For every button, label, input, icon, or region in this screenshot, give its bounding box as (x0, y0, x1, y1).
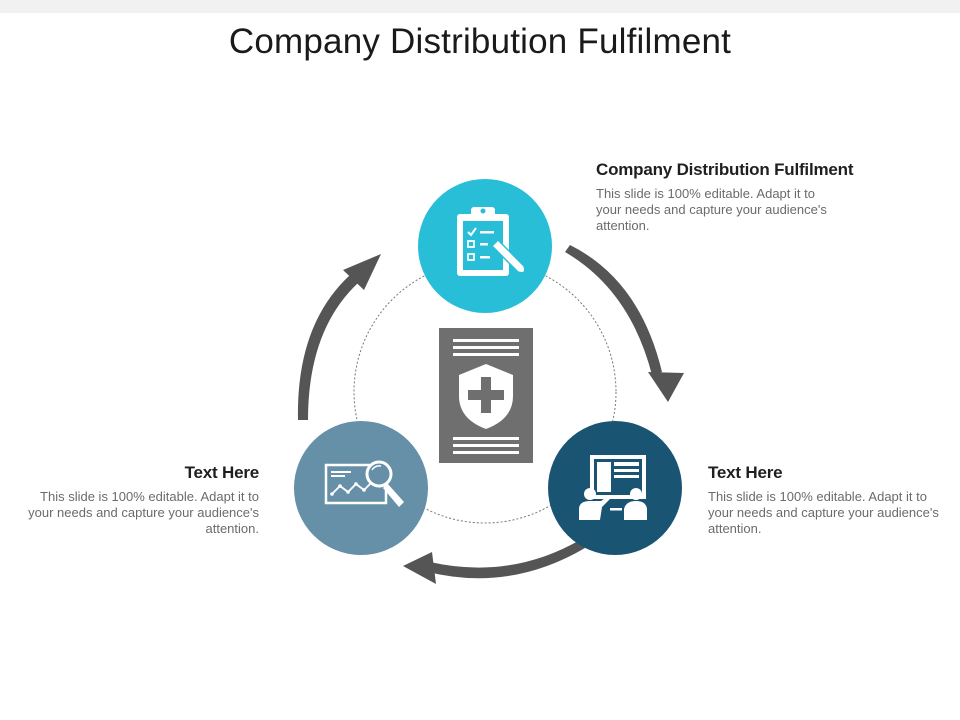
block-heading: Text Here (184, 463, 260, 482)
text-block-top: Company Distribution Fulfilment This sli… (596, 160, 896, 234)
block-body: This slide is 100% editable. Adapt it to… (708, 489, 939, 536)
chart-magnifier-icon (324, 460, 404, 507)
arrow-left-to-top (297, 254, 381, 420)
text-block-left: Text Here This slide is 100% editable. A… (0, 463, 259, 537)
arrow-right-to-left (403, 540, 585, 584)
shield-plus-document-icon (439, 328, 533, 463)
step-circle-top (418, 179, 552, 313)
block-body: This slide is 100% editable. Adapt it to… (596, 186, 827, 233)
clipboard-checklist-icon (457, 207, 526, 276)
top-bar (0, 0, 960, 13)
arrow-top-to-right (565, 245, 684, 402)
presentation-board-people-icon (579, 455, 647, 520)
step-circle-left (294, 421, 428, 555)
block-heading: Text Here (708, 463, 783, 482)
block-heading: Company Distribution Fulfilment (596, 160, 854, 179)
slide-title: Company Distribution Fulfilment (228, 22, 732, 61)
text-block-right: Text Here This slide is 100% editable. A… (708, 463, 948, 537)
block-body: This slide is 100% editable. Adapt it to… (28, 489, 259, 536)
step-circle-right (548, 421, 682, 555)
